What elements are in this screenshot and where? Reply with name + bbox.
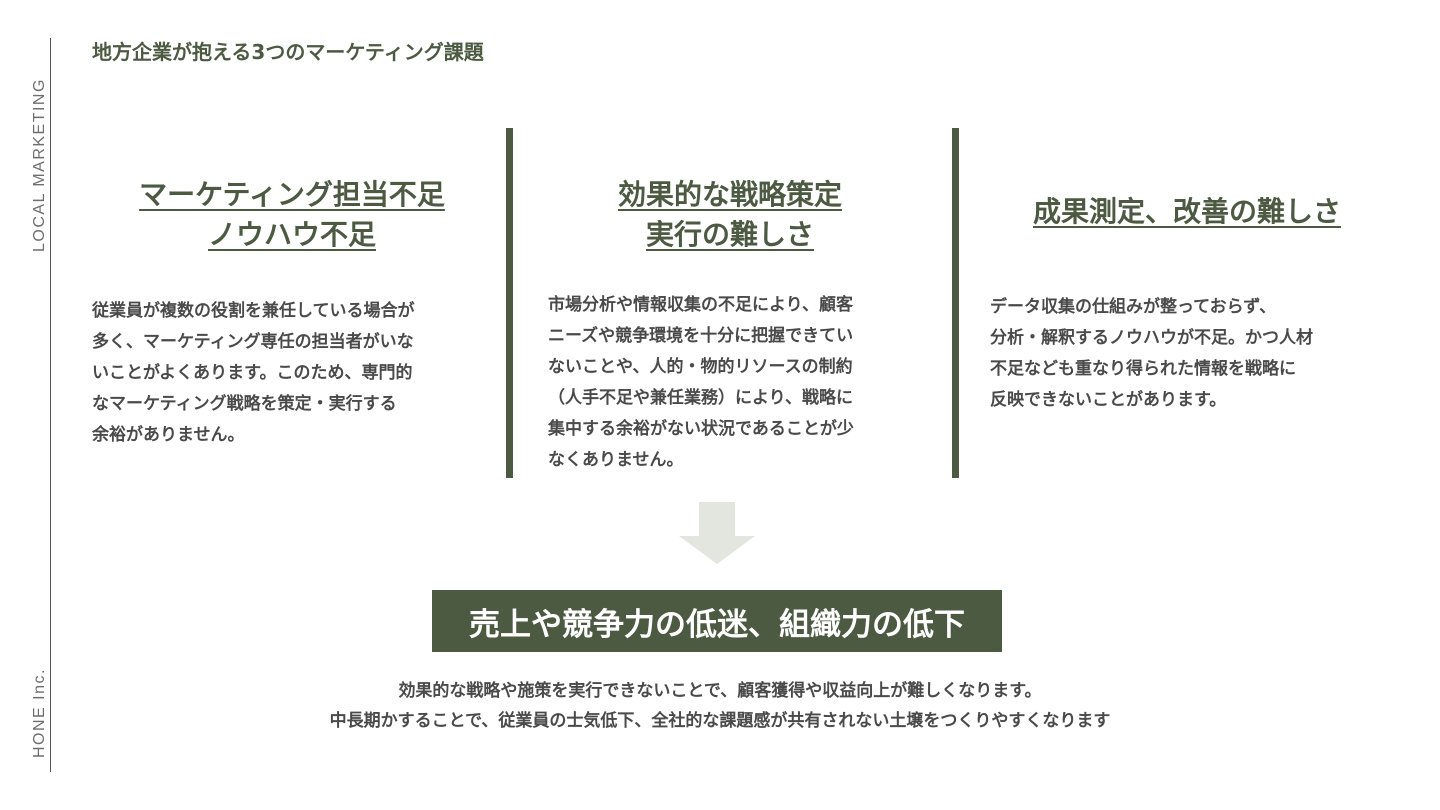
issue-1-heading-line: マーケティング担当不足	[139, 178, 445, 211]
side-label-company: HONE Inc.	[31, 668, 48, 758]
issue-1-body: 従業員が複数の役割を兼任している場合が 多く、マーケティング専任の担当者がいな …	[92, 296, 415, 451]
issue-2-body-line: なくありません。	[548, 450, 684, 470]
issue-3-body-line: 不足なども重なり得られた情報を戦略に	[990, 359, 1296, 379]
issue-2-heading-line: 実行の難しさ	[645, 218, 814, 251]
issue-3-body-line: 反映できないことがあります。	[990, 390, 1227, 410]
issue-2-body-line: 市場分析や情報収集の不足により、顧客	[548, 295, 853, 315]
issue-2-heading-line: 効果的な戦略策定	[617, 178, 842, 211]
column-divider	[506, 128, 513, 478]
column-divider	[952, 128, 959, 478]
page-title: 地方企業が抱える3つのマーケティング課題	[92, 40, 484, 64]
issue-1-body-line: 多く、マーケティング専任の担当者がいな	[92, 332, 414, 352]
conclusion-text: 効果的な戦略や施策を実行できないことで、顧客獲得や収益向上が難しくなります。 中…	[120, 676, 1320, 736]
issue-2-body-line: （人手不足や兼任業務）により、戦略に	[548, 388, 853, 408]
issue-1-body-line: なマーケティング戦略を策定・実行する	[92, 394, 397, 414]
issue-1-heading: マーケティング担当不足 ノウハウ不足	[92, 175, 492, 255]
issue-2-heading: 効果的な戦略策定 実行の難しさ	[530, 175, 930, 255]
issue-1-body-line: いことがよくあります。このため、専門的	[92, 363, 413, 383]
issue-2-body-line: ニーズや競争環境を十分に把握できてい	[548, 326, 854, 346]
conclusion-line: 中長期かすることで、従業員の士気低下、全社的な課題感が共有されない土壌をつくりや…	[329, 711, 1111, 731]
down-arrow-icon	[679, 502, 755, 564]
issue-3-body-line: データ収集の仕組みが整っておらず、	[990, 297, 1277, 317]
issue-3-body: データ収集の仕組みが整っておらず、 分析・解釈するノウハウが不足。かつ人材 不足…	[990, 292, 1313, 416]
side-divider-line	[50, 38, 51, 772]
issue-3-heading-line: 成果測定、改善の難しさ	[1032, 195, 1341, 228]
conclusion-line: 効果的な戦略や施策を実行できないことで、顧客獲得や収益向上が難しくなります。	[398, 681, 1042, 701]
side-label-local-marketing: LOCAL MARKETING	[31, 78, 48, 252]
issue-3-body-line: 分析・解釈するノウハウが不足。かつ人材	[990, 328, 1313, 348]
issue-3-heading: 成果測定、改善の難しさ	[987, 192, 1387, 232]
issue-2-body-line: 集中する余裕がない状況であることが少	[548, 419, 854, 439]
result-label: 売上や競争力の低迷、組織力の低下	[469, 606, 965, 643]
issue-1-body-line: 余裕がありません。	[92, 425, 245, 445]
issue-1-heading-line: ノウハウ不足	[207, 218, 376, 251]
issue-2-body-line: ないことや、人的・物的リソースの制約	[548, 357, 853, 377]
issue-2-body: 市場分析や情報収集の不足により、顧客 ニーズや競争環境を十分に把握できてい ない…	[548, 290, 854, 476]
result-banner: 売上や競争力の低迷、組織力の低下	[432, 590, 1002, 652]
issue-1-body-line: 従業員が複数の役割を兼任している場合が	[92, 301, 415, 321]
